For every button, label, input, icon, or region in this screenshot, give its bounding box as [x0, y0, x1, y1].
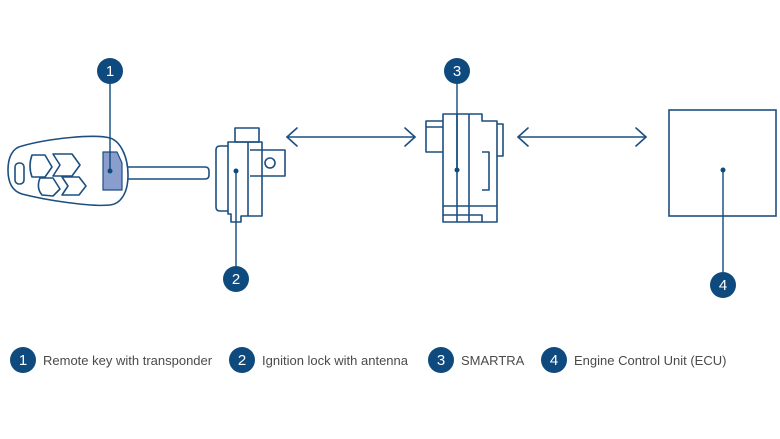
ignition-lock-icon: [215, 127, 286, 223]
callout-anchor-dots: [107, 167, 726, 174]
legend-label: SMARTRA: [461, 352, 525, 368]
callout-badge-3: 3: [444, 58, 470, 84]
legend-label: Engine Control Unit (ECU): [574, 352, 727, 368]
callout-badge-2: 2: [223, 266, 249, 292]
smartra-module-icon: [425, 113, 504, 223]
callout-badge-1: 1: [97, 58, 123, 84]
legend-badge: 3: [428, 347, 454, 373]
legend-item-ignition-lock: 2 Ignition lock with antenna: [229, 346, 408, 374]
svg-text:3: 3: [453, 63, 461, 80]
legend-item-smartra: 3 SMARTRA: [428, 346, 524, 374]
legend: 1 Remote key with transponder 2 Ignition…: [0, 346, 780, 374]
callout-badge-4: 4: [710, 272, 736, 298]
svg-text:4: 4: [719, 277, 727, 294]
svg-text:1: 1: [106, 63, 114, 80]
legend-badge: 1: [10, 347, 36, 373]
callout-leaders: [109, 83, 724, 272]
legend-item-remote-key: 1 Remote key with transponder: [10, 346, 212, 374]
arrow-smartra-to-ecu: [517, 127, 647, 147]
legend-badge: 2: [229, 347, 255, 373]
remote-key-icon: [7, 135, 210, 207]
arrow-lock-to-smartra: [286, 127, 416, 147]
legend-label: Remote key with transponder: [43, 352, 213, 368]
svg-text:2: 2: [232, 271, 240, 288]
legend-badge: 4: [541, 347, 567, 373]
legend-item-ecu: 4 Engine Control Unit (ECU): [541, 346, 726, 374]
legend-label: Ignition lock with antenna: [262, 352, 408, 368]
